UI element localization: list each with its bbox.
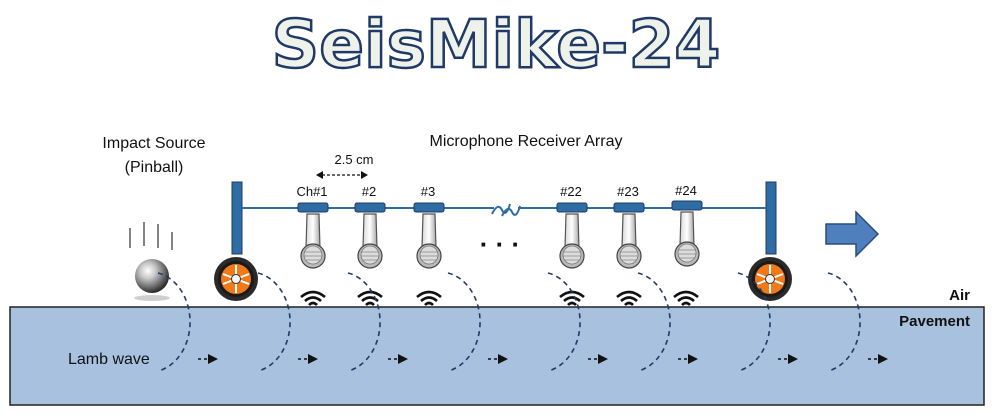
microphone-ch24 bbox=[671, 200, 703, 307]
channel-label-23: #23 bbox=[617, 184, 639, 199]
spacing-arrow-icon bbox=[316, 171, 368, 179]
break-mark-icon bbox=[491, 203, 521, 217]
microphone-icon bbox=[357, 213, 383, 269]
channel-label-22: #22 bbox=[560, 184, 582, 199]
ellipsis: · · · bbox=[480, 229, 520, 259]
microphone-icon bbox=[416, 213, 442, 269]
channel-label-24: #24 bbox=[675, 183, 697, 198]
microphone-icon bbox=[616, 213, 642, 269]
channel-label-1: Ch#1 bbox=[296, 184, 327, 199]
microphone-icon bbox=[559, 213, 585, 269]
air-label: Air bbox=[949, 287, 970, 304]
sound-wave-icon bbox=[672, 290, 700, 307]
lamb-wave-label: Lamb wave bbox=[68, 351, 150, 368]
impact-source-label: Impact Source bbox=[102, 135, 205, 152]
microphone-icon bbox=[300, 213, 326, 269]
sound-wave-icon bbox=[558, 290, 586, 307]
microphone-ch2 bbox=[354, 202, 386, 307]
pavement-layer bbox=[9, 306, 985, 406]
array-label: Microphone Receiver Array bbox=[430, 133, 623, 150]
sound-wave-icon bbox=[415, 290, 443, 307]
microphone-ch1 bbox=[297, 202, 329, 307]
sound-wave-icon bbox=[356, 290, 384, 307]
direction-arrow-icon bbox=[825, 210, 880, 258]
wheel-icon bbox=[747, 256, 793, 302]
microphone-icon bbox=[674, 211, 700, 267]
wheel-icon bbox=[213, 256, 259, 302]
sound-wave-icon bbox=[299, 290, 327, 307]
microphone-ch3 bbox=[413, 202, 445, 307]
channel-label-2: #2 bbox=[362, 184, 376, 199]
spacing-label: 2.5 cm bbox=[334, 152, 373, 167]
impact-source-sublabel: (Pinball) bbox=[125, 159, 184, 176]
steel-ball-icon bbox=[129, 222, 173, 301]
microphone-ch22 bbox=[556, 202, 588, 307]
page-title: SeisMike-24 bbox=[272, 6, 721, 83]
microphone-ch23 bbox=[613, 202, 645, 307]
sound-wave-icon bbox=[615, 290, 643, 307]
pavement-label: Pavement bbox=[899, 313, 970, 330]
channel-label-3: #3 bbox=[421, 184, 435, 199]
